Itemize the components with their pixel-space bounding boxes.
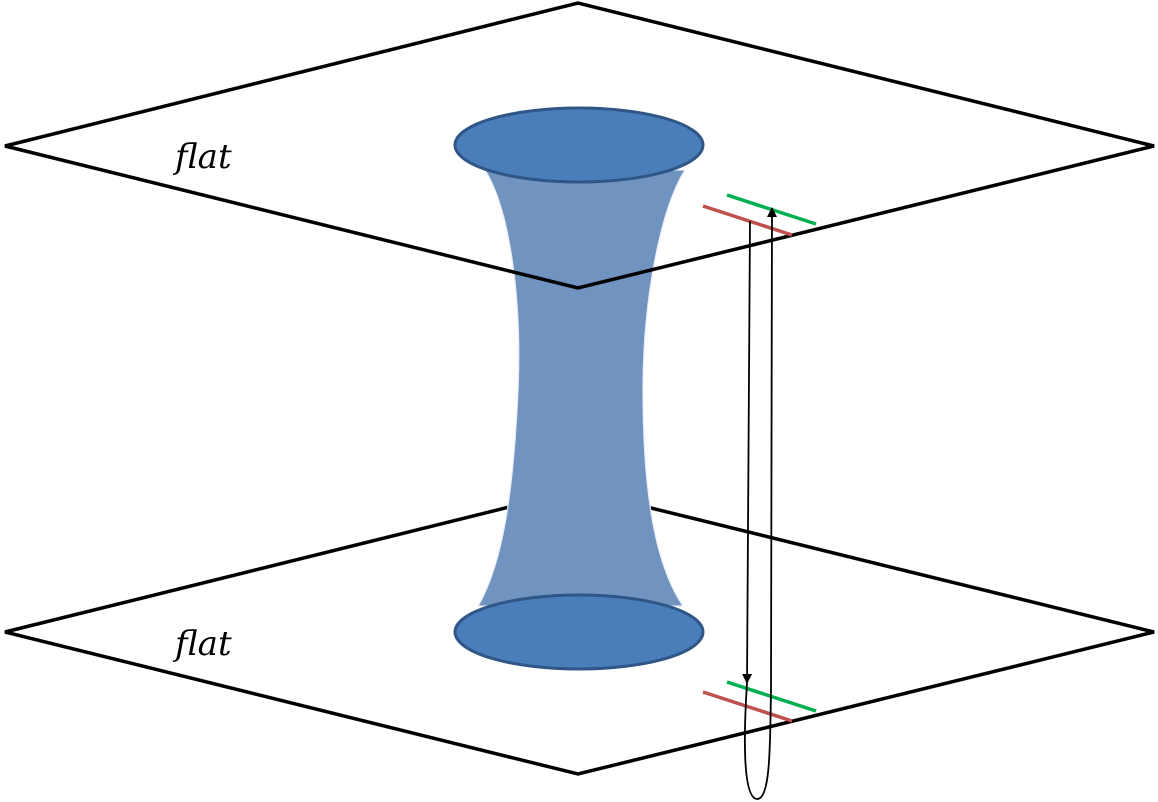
upper-plane bbox=[4, 1, 1155, 290]
lower-plane-label: flat bbox=[172, 624, 232, 664]
upper-plane-label: flat bbox=[172, 137, 232, 177]
lower-plane bbox=[4, 488, 1155, 776]
lower-red-segment bbox=[702, 690, 793, 723]
loop-path-around bbox=[744, 207, 777, 800]
wormhole-throat bbox=[476, 169, 687, 607]
upper-red-segment bbox=[702, 204, 793, 237]
upper-mouth bbox=[453, 106, 705, 184]
lower-mouth bbox=[453, 593, 705, 671]
loop-path-down bbox=[742, 220, 753, 684]
